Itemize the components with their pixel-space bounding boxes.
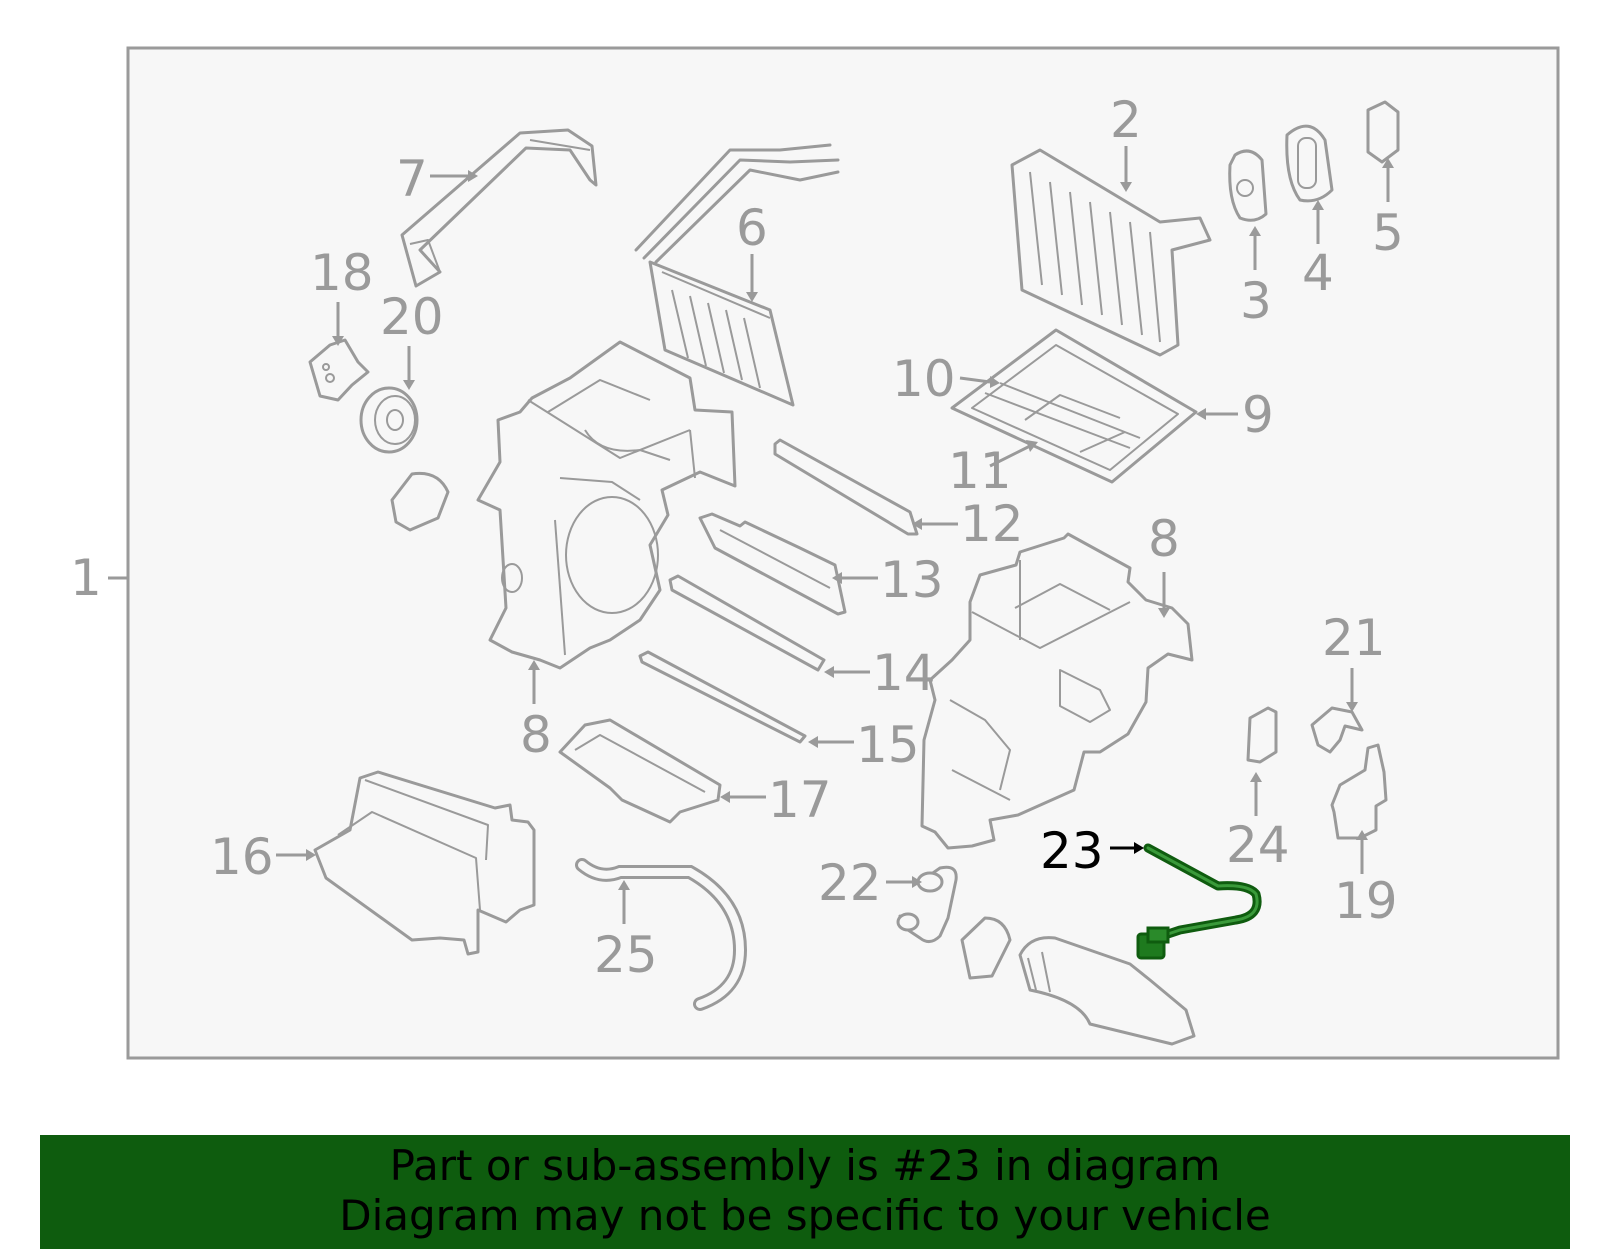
part-8-case-left [476, 340, 737, 670]
part-13-seal-strip [698, 512, 847, 616]
part-12-seal-strip [773, 438, 919, 536]
part-14-seal-strip [668, 574, 826, 672]
callout-2: 2 [1110, 91, 1142, 149]
callout-14: 14 [872, 644, 936, 702]
callout-4: 4 [1302, 244, 1334, 302]
callout-3: 3 [1240, 272, 1272, 330]
callout-19: 19 [1334, 872, 1398, 930]
part-22-pipe [896, 865, 958, 943]
part-24-bracket [1246, 706, 1278, 764]
callout-6: 6 [736, 199, 768, 257]
part-15-seal-strip [638, 650, 807, 744]
callout-7: 7 [396, 150, 428, 208]
part-7-duct [400, 128, 598, 288]
callout-16: 16 [210, 828, 274, 886]
part-6-heater-core [634, 143, 840, 407]
callout-10: 10 [892, 350, 956, 408]
part-16-case-lower [313, 770, 536, 956]
callout-24: 24 [1226, 816, 1290, 874]
callout-25: 25 [594, 926, 658, 984]
small-cover [390, 471, 450, 532]
part-20-motor [359, 386, 419, 454]
part-25-hose [575, 858, 748, 1011]
part-23-sensor-highlighted [1136, 843, 1262, 960]
part-18-actuator [308, 338, 370, 402]
parts-diagram: 1 2 3 4 5 6 7 8 8 9 10 11 12 13 14 15 16… [70, 46, 1560, 1060]
part-3-seal [1228, 149, 1268, 222]
callout-22: 22 [818, 854, 882, 912]
callout-23-highlighted: 23 [1040, 822, 1104, 880]
part-8-case-right [920, 532, 1194, 850]
callout-18: 18 [310, 244, 374, 302]
part-17-cover [558, 718, 722, 824]
callout-11: 11 [948, 442, 1012, 500]
callout-8-left: 8 [520, 706, 552, 764]
callout-13: 13 [880, 551, 944, 609]
callout-5: 5 [1372, 204, 1404, 262]
part-19-bracket [1330, 743, 1388, 840]
callout-20: 20 [380, 288, 444, 346]
banner-line-1: Part or sub-assembly is #23 in diagram [389, 1141, 1221, 1190]
leader-lines [276, 146, 1394, 924]
callout-9: 9 [1242, 386, 1274, 444]
part-9-filter-housing [950, 328, 1198, 484]
callout-21: 21 [1322, 609, 1386, 667]
info-banner: Part or sub-assembly is #23 in diagram D… [40, 1135, 1570, 1249]
callout-1: 1 [70, 549, 102, 607]
callout-8-right: 8 [1148, 510, 1180, 568]
part-2-evaporator [1010, 148, 1212, 357]
part-5-seal [1366, 100, 1400, 164]
callout-17: 17 [768, 771, 832, 829]
part-4-seal [1285, 124, 1334, 203]
callout-12: 12 [960, 495, 1024, 553]
part-21-bracket [1310, 706, 1364, 754]
banner-line-2: Diagram may not be specific to your vehi… [339, 1191, 1271, 1240]
callout-15: 15 [856, 716, 920, 774]
duct-lower [960, 916, 1196, 1046]
